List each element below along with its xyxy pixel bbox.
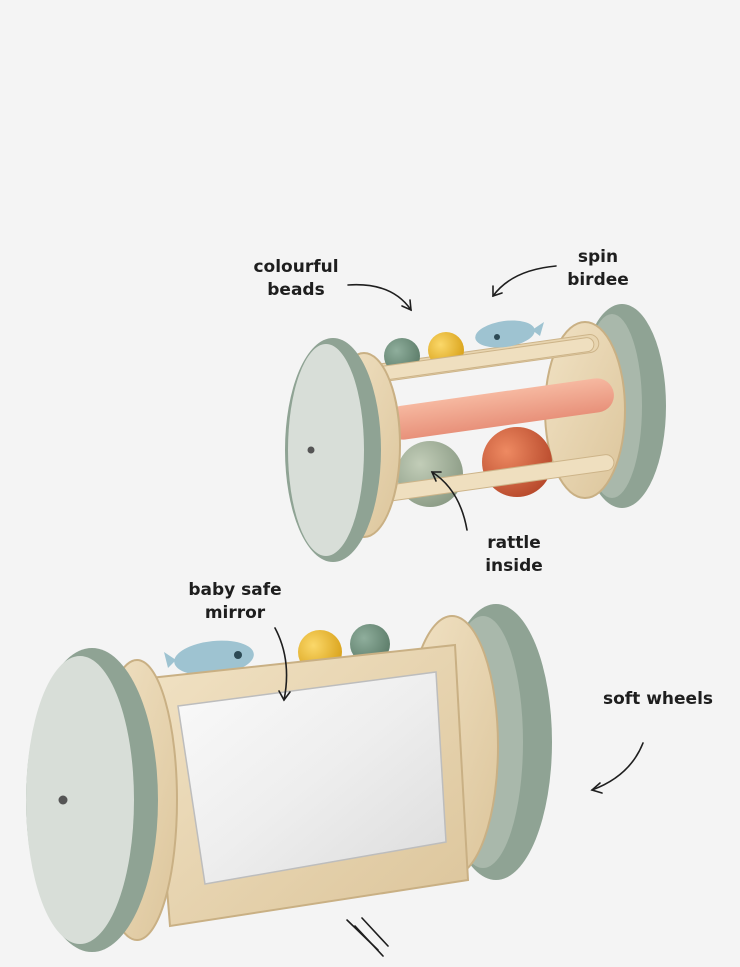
arrow-mirror xyxy=(274,627,288,701)
label-baby-safe-mirror: baby safe mirror xyxy=(188,580,282,623)
label-rattle-inside: rattle inside xyxy=(485,533,543,576)
arrow-beads xyxy=(347,283,412,311)
arrow-birdee xyxy=(492,265,557,297)
label-colourful-beads: colourful beads xyxy=(253,257,339,300)
spin-bird-top xyxy=(475,320,544,348)
annotation-arrows xyxy=(274,265,644,957)
label-soft-wheels: soft wheels xyxy=(602,689,714,709)
baby-safe-mirror xyxy=(177,671,447,885)
spin-bird-bottom xyxy=(164,640,254,676)
arrow-rattle xyxy=(431,471,468,531)
top-toy xyxy=(285,304,666,562)
label-spin-birdee: spin birdee xyxy=(567,247,629,290)
bottom-toy xyxy=(26,604,552,952)
arrow-wheels xyxy=(591,742,644,791)
peach-rod xyxy=(385,378,614,440)
